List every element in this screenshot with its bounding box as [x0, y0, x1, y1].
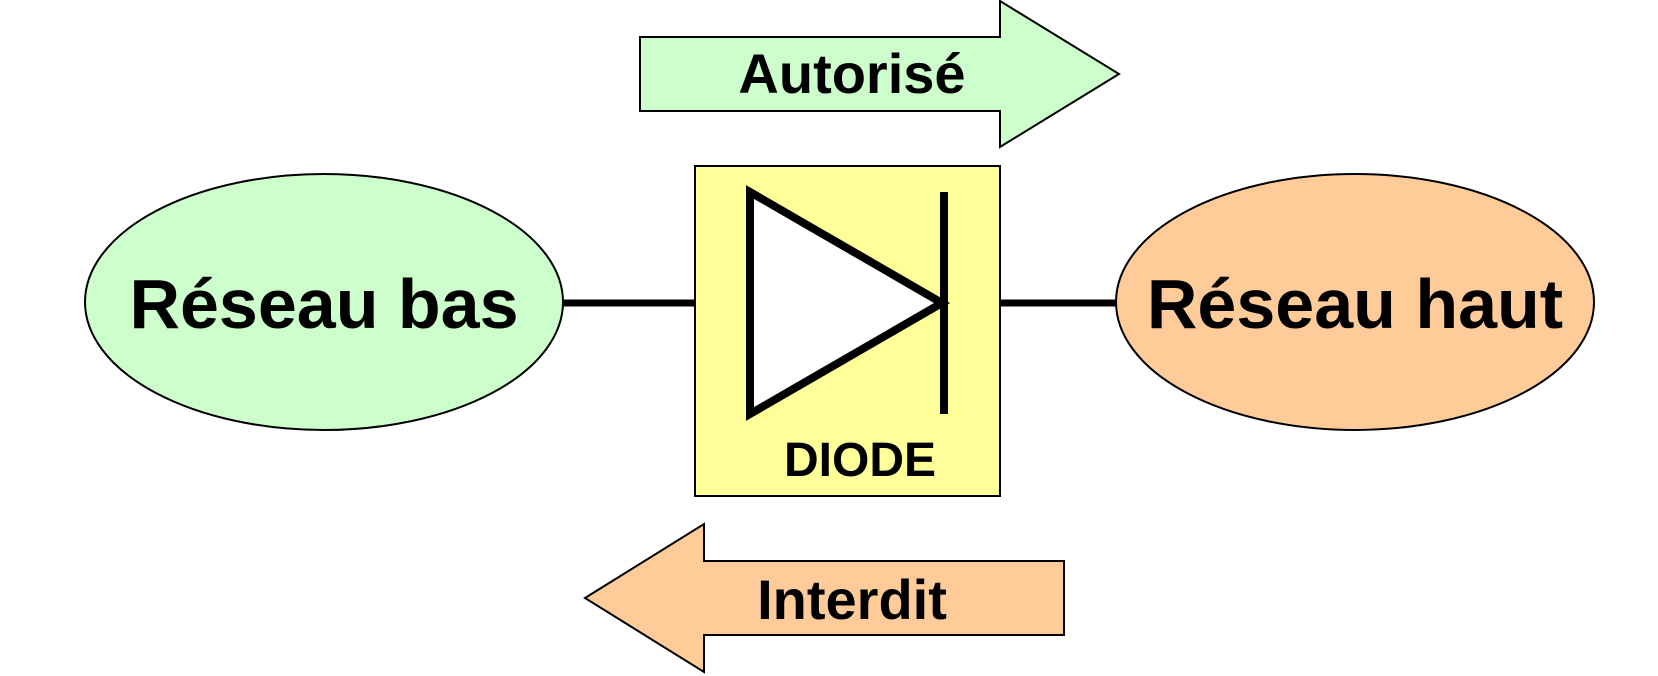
- high-network-node: Réseau haut: [1115, 173, 1595, 431]
- allowed-arrow-shape: [639, 0, 1121, 149]
- diode-label: DIODE: [784, 434, 936, 487]
- forbidden-arrow: Interdit: [583, 522, 1065, 674]
- high-network-ellipse: [1115, 173, 1595, 431]
- allowed-arrow-label: Autorisé: [738, 42, 965, 105]
- forbidden-arrow-label: Interdit: [757, 568, 947, 631]
- diode-box: DIODE: [694, 165, 1001, 497]
- forbidden-arrow-shape: [583, 522, 1065, 674]
- allowed-arrow: Autorisé: [639, 0, 1121, 149]
- diode-symbol-icon: [746, 185, 950, 421]
- low-network-label: Réseau bas: [129, 265, 518, 343]
- low-network-ellipse: [84, 173, 564, 431]
- low-network-node: Réseau bas: [84, 173, 564, 431]
- high-network-label: Réseau haut: [1147, 265, 1563, 343]
